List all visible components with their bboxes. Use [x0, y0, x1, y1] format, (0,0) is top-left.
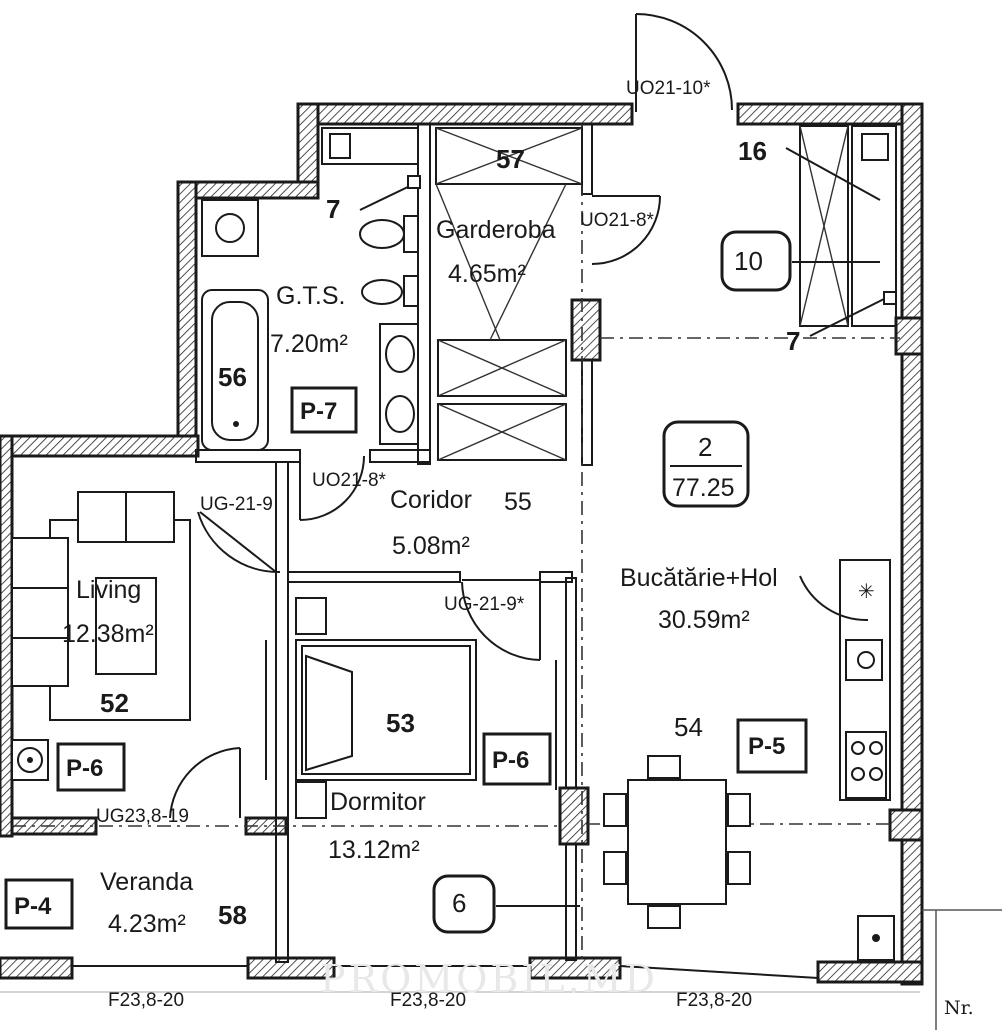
door-code-garderoba: UO21-8*	[580, 210, 655, 231]
room-area-gts: 7.20m²	[270, 330, 348, 358]
garderoba-rack-low	[437, 403, 567, 461]
entry-wardrobe	[799, 125, 897, 327]
room-number-55: 55	[504, 488, 532, 516]
room-area-garderoba: 4.65m²	[448, 260, 526, 288]
room-label-garderoba: Garderoba	[436, 216, 556, 244]
room-area-bucatarie: 30.59m²	[658, 606, 750, 634]
door-code-dormitor: UG-21-9*	[444, 594, 525, 615]
room-number-53: 53	[386, 708, 415, 738]
room-area-dormitor: 13.12m²	[328, 836, 420, 864]
room-area-coridor: 5.08m²	[392, 532, 470, 560]
room-number-54: 54	[674, 712, 703, 742]
room-number-58: 58	[218, 900, 247, 930]
living-rug-table	[49, 491, 191, 721]
dining-table	[603, 755, 751, 929]
room-number-57: 57	[496, 144, 525, 174]
marker-10: 10	[734, 246, 763, 276]
door-code-gts: UO21-8*	[312, 470, 387, 491]
apartment-box	[662, 420, 750, 508]
room-label-gts: G.T.S.	[276, 282, 345, 310]
room-label-bucatarie: Bucătărie+Hol	[620, 564, 778, 592]
marker-7-entry: 7	[786, 326, 800, 356]
dormitor-door[interactable]	[461, 579, 541, 661]
kitchen-door[interactable]	[799, 575, 869, 622]
window-code-3: F23,8-20	[676, 990, 752, 1011]
room-tag-p4: P-4	[14, 893, 52, 920]
garderoba-door[interactable]	[591, 195, 661, 265]
entry-door[interactable]	[635, 13, 733, 112]
toilet-upper	[359, 215, 419, 253]
windows-bottom	[0, 909, 1002, 1030]
door-code-veranda: UG23,8-19	[96, 806, 189, 827]
tag-box-p7	[290, 386, 358, 434]
marker-6: 6	[452, 888, 466, 918]
room-number-56: 56	[218, 362, 247, 392]
toilet-lower	[361, 275, 419, 307]
tag-box-p6-living	[56, 742, 126, 792]
nr-label: Nr.	[944, 997, 974, 1019]
watermark: PROMOBIL.MD	[320, 957, 658, 1001]
laundry-sink	[321, 127, 419, 165]
bathroom-sinks	[379, 323, 419, 445]
kitchen-counter: ✳	[839, 559, 891, 801]
marker-box-10	[720, 230, 792, 292]
garderoba-rack-top	[435, 127, 583, 185]
room-label-coridor: Coridor	[390, 486, 472, 514]
window-code-2: F23,8-20	[390, 990, 466, 1011]
living-door[interactable]	[197, 511, 281, 574]
room-number-52: 52	[100, 688, 129, 718]
door-code-entry: UO21-10*	[626, 78, 711, 99]
bathtub	[201, 289, 269, 451]
tag-box-p5	[736, 718, 808, 774]
room-label-dormitor: Dormitor	[330, 788, 426, 816]
corner-fixture	[857, 915, 895, 961]
marker-16: 16	[738, 136, 767, 166]
room-tag-p5: P-5	[748, 733, 785, 760]
room-tag-p6-living: P-6	[66, 755, 103, 782]
room-area-veranda: 4.23m²	[108, 910, 186, 938]
tag-box-p4	[4, 878, 74, 930]
heater	[11, 739, 49, 781]
tag-box-p6-dormitor	[482, 732, 552, 786]
veranda-door[interactable]	[169, 747, 241, 819]
window-code-1: F23,8-20	[108, 990, 184, 1011]
room-tag-p7: P-7	[300, 398, 337, 425]
marker-box-6	[432, 874, 496, 934]
room-tag-p6-dormitor: P-6	[492, 747, 529, 774]
marker-7-bathroom: 7	[326, 194, 340, 224]
room-label-living: Living	[76, 576, 141, 604]
room-label-veranda: Veranda	[100, 868, 193, 896]
room-area-living: 12.38m²	[62, 620, 154, 648]
washing-machine	[201, 199, 259, 257]
gts-door[interactable]	[299, 455, 365, 521]
apartment-total-area: 77.25	[672, 474, 735, 502]
bed	[295, 597, 477, 819]
living-sofa	[11, 537, 69, 687]
svg-text:✳: ✳	[858, 581, 875, 603]
garderoba-rack-mid	[437, 339, 567, 397]
apartment-number: 2	[698, 432, 712, 462]
door-code-living: UG-21-9	[200, 494, 273, 515]
